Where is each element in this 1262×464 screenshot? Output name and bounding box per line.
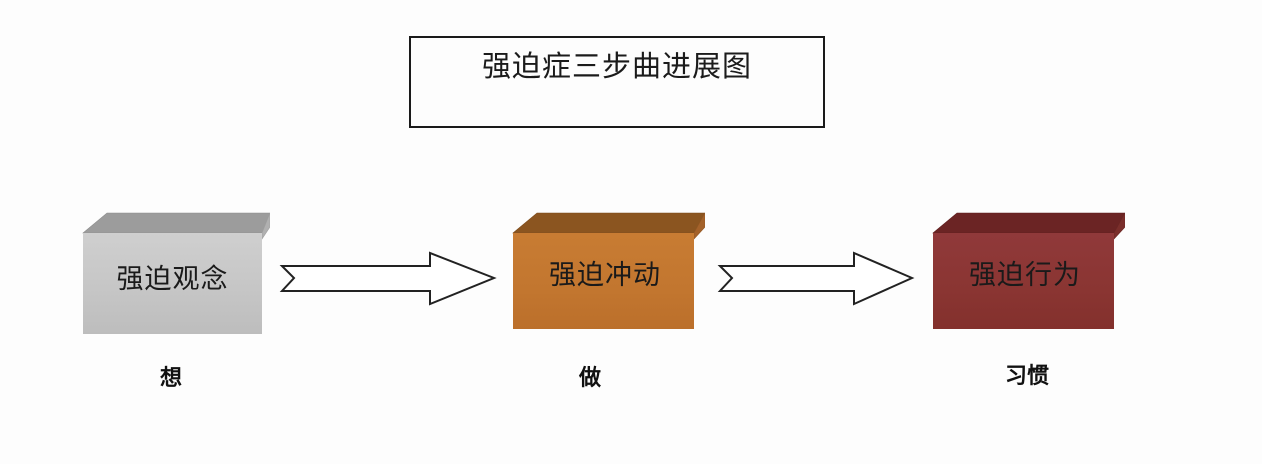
step-caption-think: 想 (159, 366, 182, 391)
box-label-behavior: 强迫行为 (969, 260, 1081, 291)
box-front-face-behavior (933, 233, 1114, 329)
step-box-behavior[interactable]: 强迫行为 (925, 205, 1125, 335)
step-box-impulse[interactable]: 强迫冲动 (505, 205, 705, 335)
box-front-face-impulse (513, 233, 694, 329)
page-title: 强迫症三步曲进展图 (481, 49, 752, 83)
box-front-face-concept (83, 233, 262, 334)
box-label-concept: 强迫观念 (116, 264, 229, 295)
arrow-concept-to-impulse (279, 251, 497, 306)
step-caption-habit: 习惯 (1004, 364, 1049, 389)
step-box-concept[interactable]: 强迫观念 (75, 205, 270, 340)
box-3d-faces-behavior (932, 212, 1125, 240)
title-box (409, 36, 825, 128)
step-caption-do: 做 (578, 366, 601, 391)
arrow-impulse-to-behavior (717, 251, 915, 306)
box-label-impulse: 强迫冲动 (549, 260, 661, 291)
